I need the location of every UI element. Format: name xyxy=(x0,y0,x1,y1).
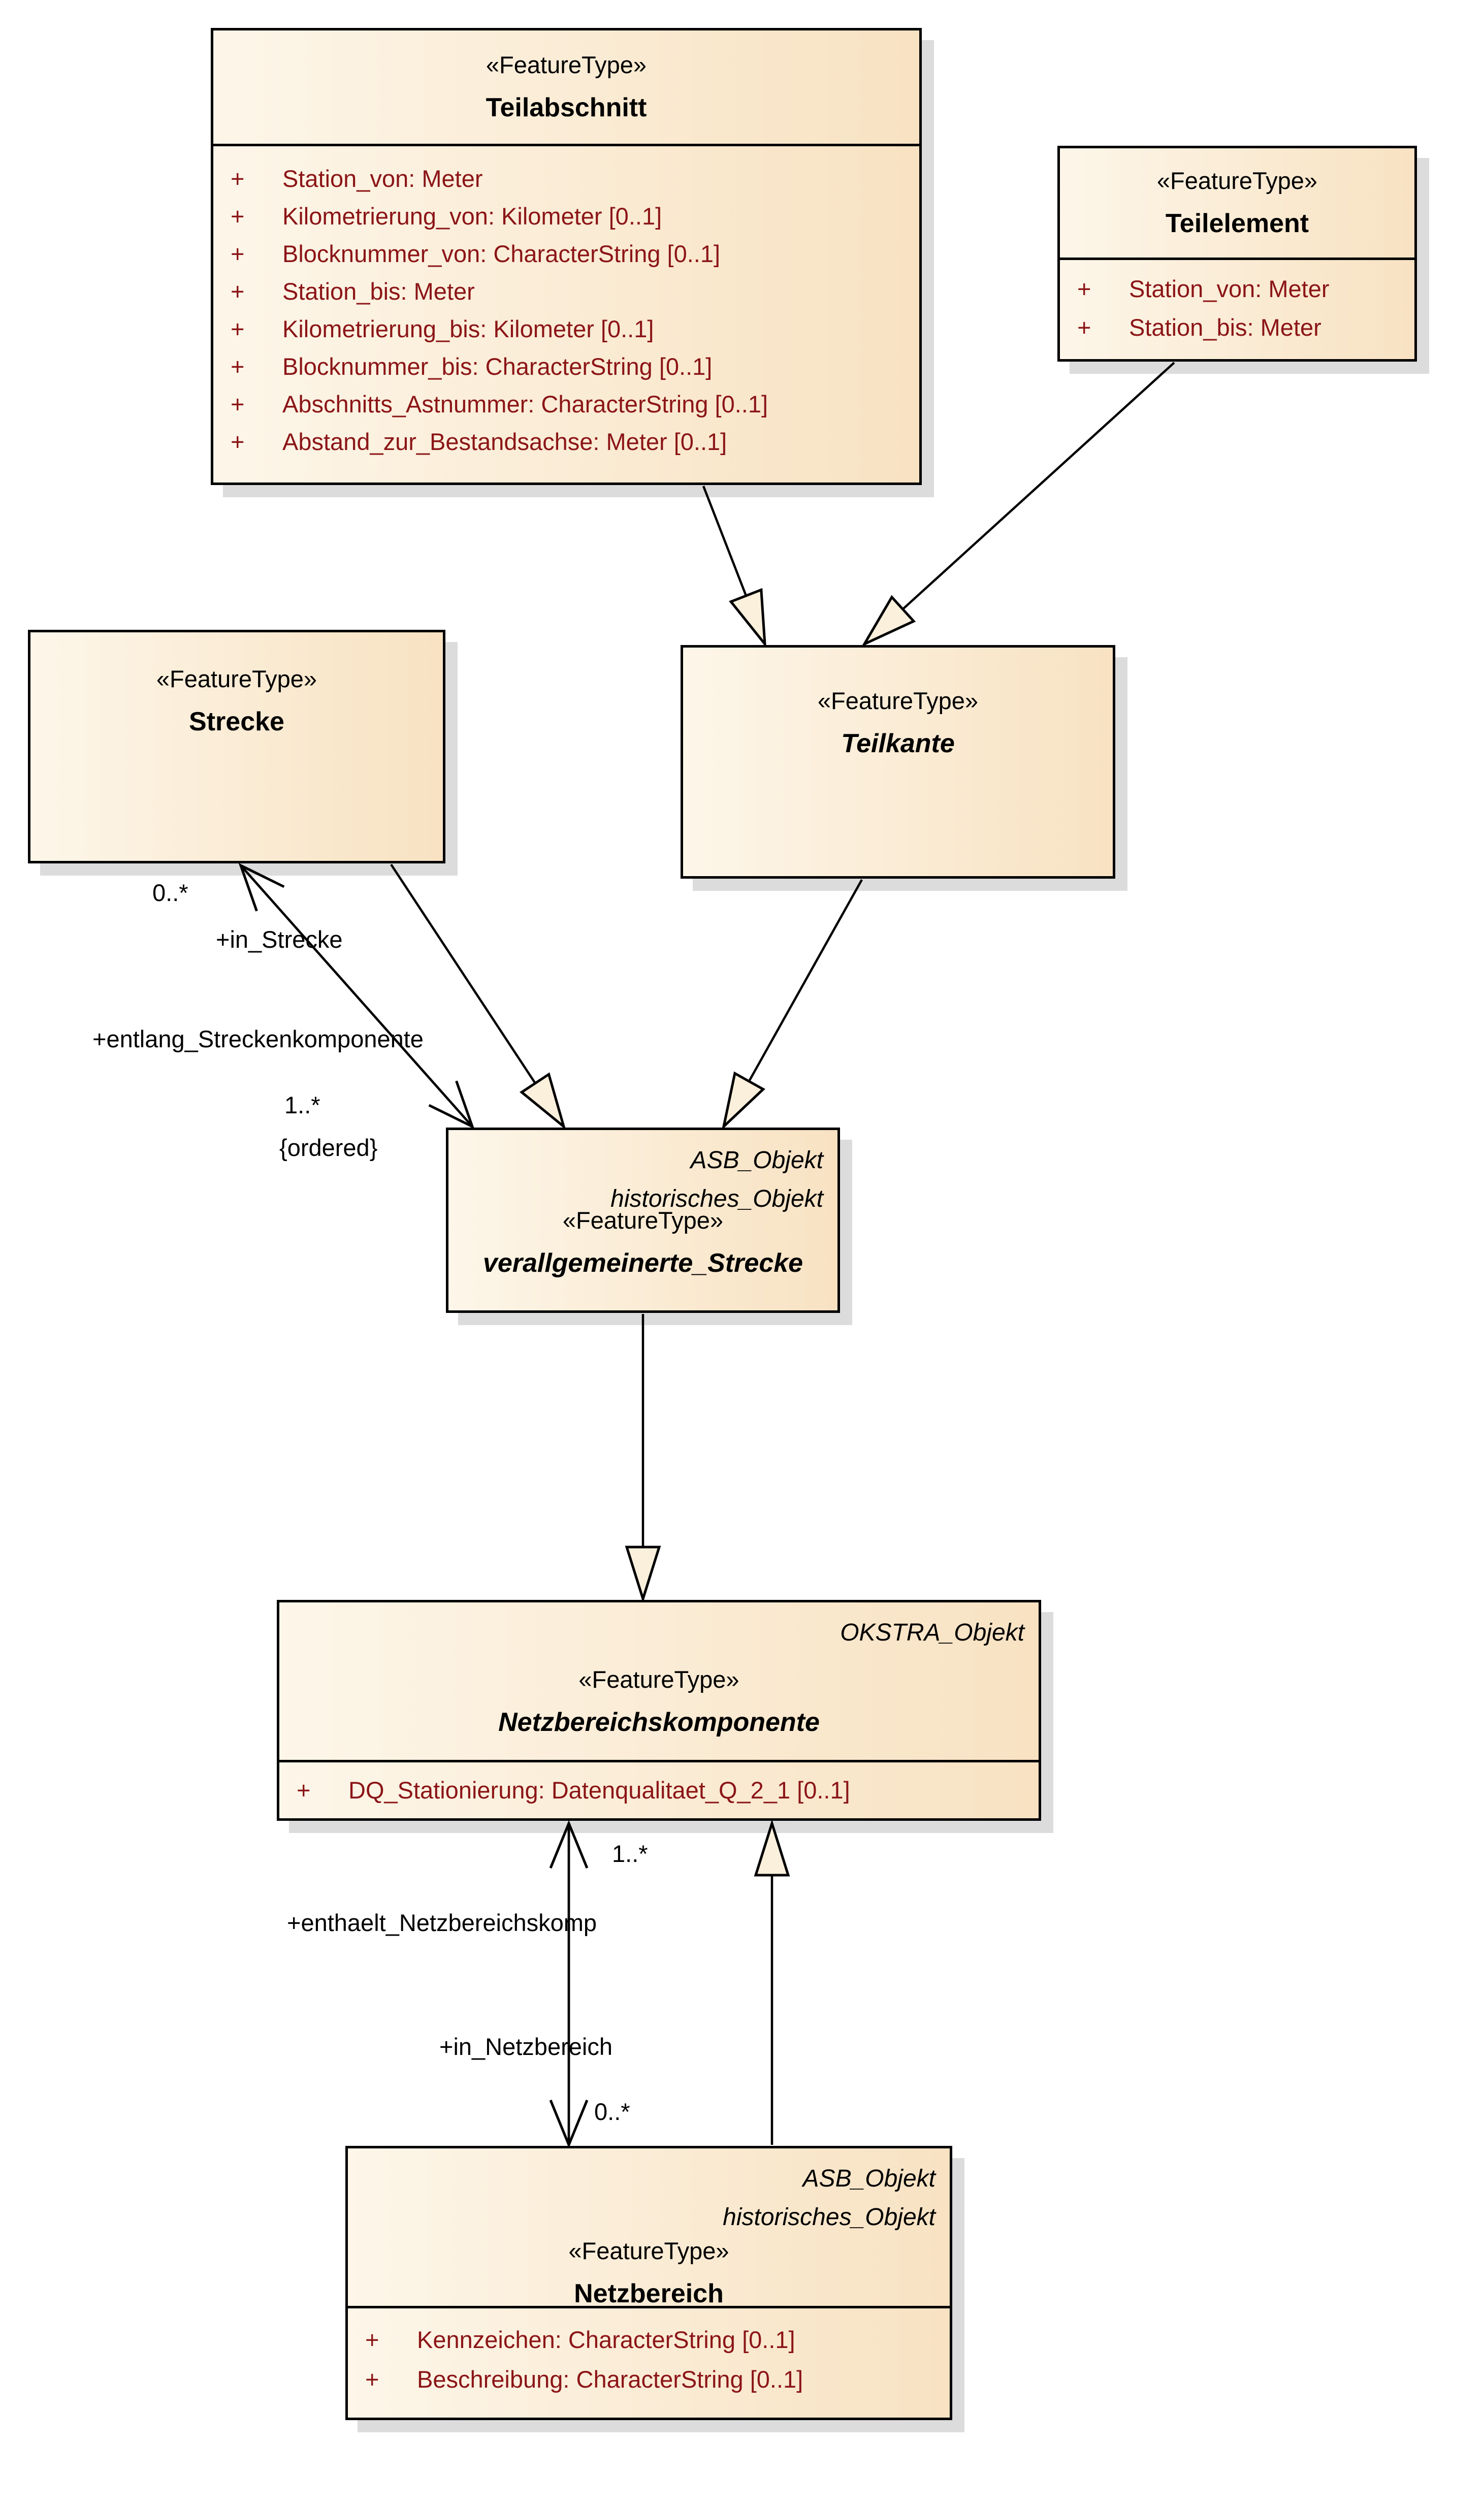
class-name: Netzbereichskomponente xyxy=(498,1708,820,1737)
attribute-row: +DQ_Stationierung: Datenqualitaet_Q_2_1 … xyxy=(297,1776,850,1804)
class-verallgemeinerte-strecke: ASB_Objekt historisches_Objekt «FeatureT… xyxy=(446,1128,840,1313)
supertype-label: historisches_Objekt xyxy=(723,2204,935,2231)
stereotype-label: «FeatureType» xyxy=(486,51,647,78)
attribute-compartment: +Station_von: Meter +Station_bis: Meter xyxy=(1060,258,1414,359)
supertype-label: historisches_Objekt xyxy=(610,1185,823,1212)
attribute-row: +Station_von: Meter xyxy=(1077,275,1330,302)
attribute-compartment: +DQ_Stationierung: Datenqualitaet_Q_2_1 … xyxy=(279,1760,1039,1818)
role-in-strecke: +in_Strecke xyxy=(216,926,343,953)
attribute-compartment: +Kennzeichen: CharacterString [0..1] +Be… xyxy=(348,2306,950,2418)
class-name: verallgemeinerte_Strecke xyxy=(482,1248,803,1278)
class-name: Teilabschnitt xyxy=(486,93,647,122)
generalization-teilkante-to-verallgemeinerte-strecke xyxy=(724,879,863,1127)
class-name: Netzbereich xyxy=(574,2279,724,2308)
attribute-row: +Kilometrierung_von: Kilometer [0..1] xyxy=(231,202,662,230)
attribute-row: +Abstand_zur_Bestandsachse: Meter [0..1] xyxy=(231,428,727,455)
stereotype-label: «FeatureType» xyxy=(562,1207,724,1234)
class-netzbereich: ASB_Objekt historisches_Objekt «FeatureT… xyxy=(345,2146,952,2420)
class-name: Strecke xyxy=(189,707,284,736)
multiplicity-entlang: 1..* xyxy=(284,1091,320,1118)
generalization-teilelement-to-teilkante xyxy=(864,362,1175,644)
supertype-labels: ASB_Objekt historisches_Objekt xyxy=(610,1141,823,1218)
attribute-compartment: +Station_von: Meter +Kilometrierung_von:… xyxy=(213,144,919,483)
attribute-row: +Abschnitts_Astnummer: CharacterString [… xyxy=(231,390,768,417)
class-netzbereichskomponente: OKSTRA_Objekt «FeatureType» Netzbereichs… xyxy=(277,1600,1041,1821)
multiplicity-enthaelt: 1..* xyxy=(612,1840,648,1867)
stereotype-label: «FeatureType» xyxy=(156,665,317,692)
class-name: Teilelement xyxy=(1165,209,1309,238)
supertype-labels: ASB_Objekt historisches_Objekt xyxy=(723,2160,935,2237)
supertype-label: ASB_Objekt xyxy=(802,2165,935,2192)
supertype-label: ASB_Objekt xyxy=(690,1147,823,1174)
stereotype-label: «FeatureType» xyxy=(578,1666,739,1693)
attribute-row: +Kennzeichen: CharacterString [0..1] xyxy=(365,2326,795,2353)
multiplicity-in-strecke: 0..* xyxy=(152,879,188,906)
class-teilelement: «FeatureType» Teilelement +Station_von: … xyxy=(1057,146,1417,362)
attribute-row: +Station_bis: Meter xyxy=(1077,313,1321,341)
stereotype-label: «FeatureType» xyxy=(568,2237,729,2264)
class-teilabschnitt: «FeatureType» Teilabschnitt +Station_von… xyxy=(211,28,922,485)
attribute-row: +Station_von: Meter xyxy=(231,165,483,192)
attribute-row: +Beschreibung: CharacterString [0..1] xyxy=(365,2365,803,2393)
generalization-strecke-to-verallgemeinerte-strecke xyxy=(390,863,564,1127)
class-name: Teilkante xyxy=(841,729,955,758)
supertype-label: OKSTRA_Objekt xyxy=(840,1619,1024,1646)
role-in-netzbereich: +in_Netzbereich xyxy=(439,2033,612,2060)
attribute-row: +Kilometrierung_bis: Kilometer [0..1] xyxy=(231,315,654,342)
generalization-teilabschnitt-to-teilkante xyxy=(702,486,765,644)
supertype-labels: OKSTRA_Objekt xyxy=(840,1614,1024,1652)
attribute-row: +Blocknummer_bis: CharacterString [0..1] xyxy=(231,352,713,380)
class-strecke: «FeatureType» Strecke xyxy=(28,630,445,863)
attribute-row: +Station_bis: Meter xyxy=(231,277,475,305)
stereotype-label: «FeatureType» xyxy=(1156,167,1318,194)
role-entlang-streckenkomponente: +entlang_Streckenkomponente xyxy=(92,1025,424,1052)
stereotype-label: «FeatureType» xyxy=(817,687,979,714)
attribute-row: +Blocknummer_von: CharacterString [0..1] xyxy=(231,240,721,267)
multiplicity-in-netzbereich: 0..* xyxy=(594,2098,630,2125)
association-strecke-verallgemeinerte-strecke xyxy=(240,864,472,1127)
constraint-ordered: {ordered} xyxy=(279,1134,378,1161)
role-enthaelt-netzbereichskomp: +enthaelt_Netzbereichskomp xyxy=(287,1909,597,1936)
